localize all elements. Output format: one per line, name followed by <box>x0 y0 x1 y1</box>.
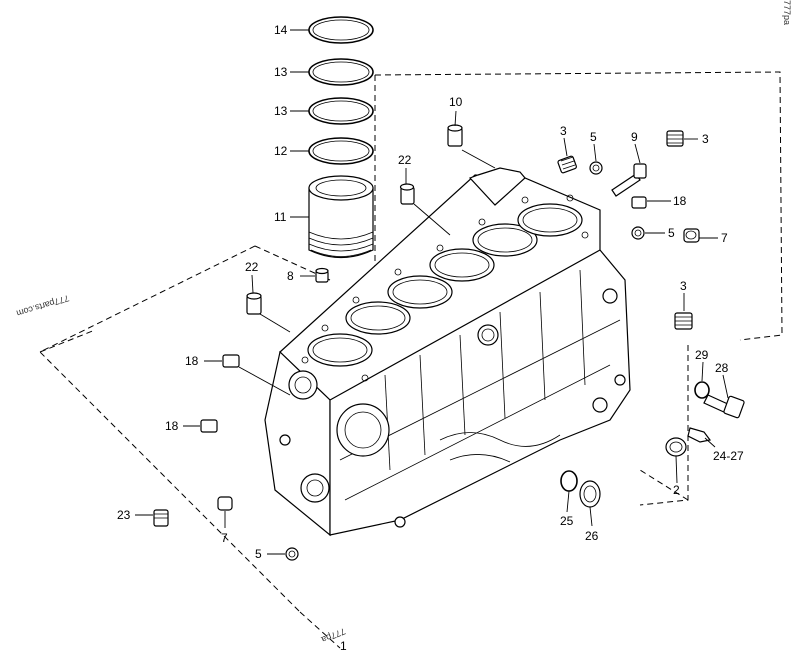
plug-23 <box>153 509 169 527</box>
callout-1: 1 <box>340 639 347 653</box>
callout-26: 26 <box>585 529 599 543</box>
dowel-22-top <box>399 183 415 205</box>
plug-18-upper <box>631 196 647 209</box>
piston-ring-12 <box>308 137 374 165</box>
dowel-10 <box>447 124 463 147</box>
callout-12: 12 <box>274 144 288 158</box>
callout-3-right: 3 <box>702 132 709 146</box>
callout-7-lower: 7 <box>221 531 228 545</box>
callout-28: 28 <box>715 361 729 375</box>
callout-5-middle: 5 <box>668 226 675 240</box>
callout-10: 10 <box>449 95 463 109</box>
callout-8: 8 <box>287 269 294 283</box>
leader-lines <box>135 29 729 555</box>
plug-7-lower <box>217 496 233 511</box>
cylinder-block <box>264 167 631 537</box>
piston-ring-13-lower <box>308 97 374 125</box>
callout-18-left-upper: 18 <box>185 354 199 368</box>
callout-25: 25 <box>560 514 574 528</box>
piston-ring-13-upper <box>308 58 374 86</box>
cylinder-liner-11 <box>308 175 374 259</box>
callout-18-upper: 18 <box>673 194 687 208</box>
watermark-side: 777parts.com <box>15 293 70 319</box>
callout-numbers: 14 13 13 12 11 10 22 22 8 3 5 9 3 18 5 7… <box>117 23 744 653</box>
assembly-boundary-lines <box>39 71 783 649</box>
o-ring-25 <box>560 470 578 492</box>
callout-24-27: 24-27 <box>713 449 744 463</box>
callout-7-upper: 7 <box>721 231 728 245</box>
callout-3-upper: 3 <box>560 124 567 138</box>
watermark-corner: 777pa <box>782 0 792 25</box>
plug-3-lower <box>674 312 693 330</box>
plug-7-upper <box>683 228 700 243</box>
plug-18-left-lower <box>200 419 218 433</box>
callout-5-upper: 5 <box>590 130 597 144</box>
plug-28 <box>703 394 745 419</box>
callout-3-lower: 3 <box>680 279 687 293</box>
callout-29: 29 <box>695 348 709 362</box>
plug-18-left-upper <box>222 354 240 368</box>
bolt-9 <box>611 163 647 197</box>
plug-3-upper <box>557 155 577 174</box>
plug-5-lower <box>285 547 299 561</box>
callout-14: 14 <box>274 23 288 37</box>
plug-5-upper <box>589 161 603 175</box>
callout-13-lower: 13 <box>274 104 288 118</box>
fitting-24-27 <box>687 427 712 443</box>
callout-9: 9 <box>631 130 638 144</box>
bushing-8 <box>315 267 329 283</box>
callout-2: 2 <box>673 483 680 497</box>
plug-2 <box>665 437 687 457</box>
plug-5-middle <box>631 226 645 240</box>
o-ring-29 <box>694 381 710 399</box>
callout-22-top: 22 <box>398 153 412 167</box>
callout-22-left: 22 <box>245 260 259 274</box>
plug-3-right <box>666 130 684 147</box>
dowel-22-left <box>246 292 262 315</box>
callout-18-left-lower: 18 <box>165 419 179 433</box>
callout-11: 11 <box>274 210 287 224</box>
callout-13-upper: 13 <box>274 65 288 79</box>
piston-ring-14 <box>308 16 374 44</box>
callout-5-lower: 5 <box>255 547 262 561</box>
plug-26 <box>579 480 601 508</box>
callout-23: 23 <box>117 508 131 522</box>
